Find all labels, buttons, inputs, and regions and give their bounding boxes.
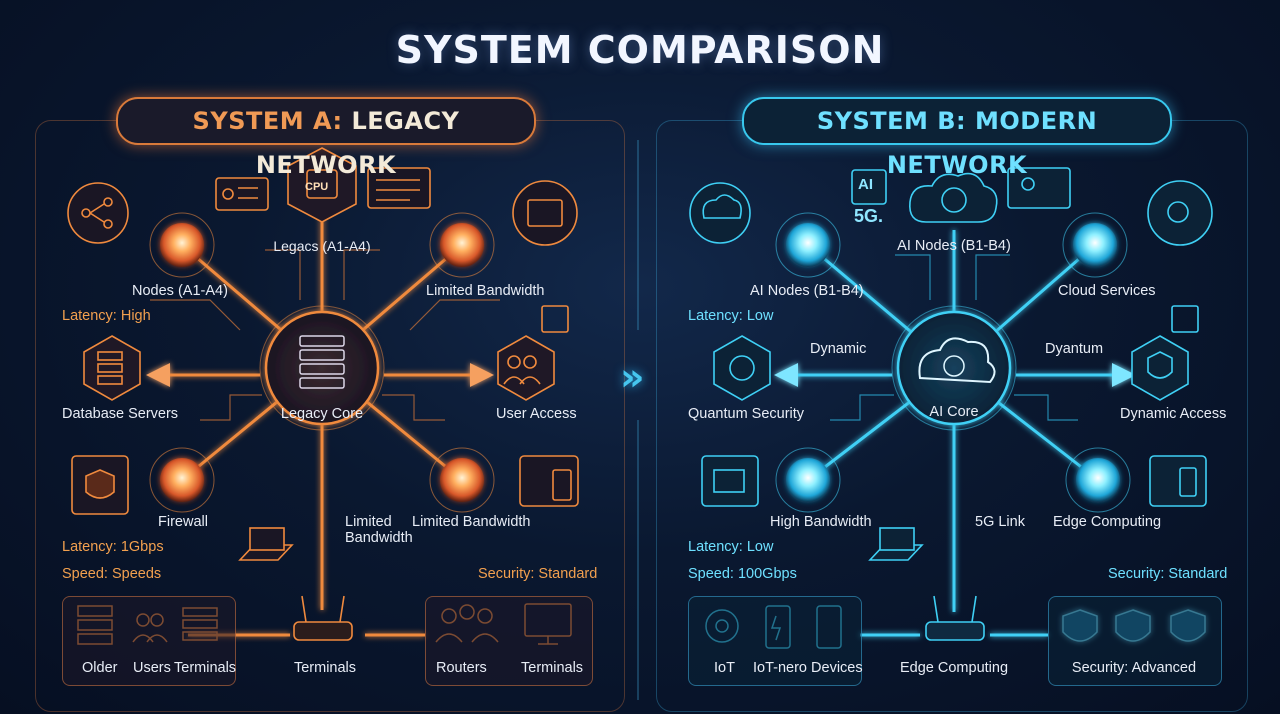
dynamic-label: Dynamic xyxy=(810,341,867,357)
system-a-core xyxy=(259,305,385,431)
system-b-core xyxy=(891,305,1017,431)
5g-link-label: 5G Link xyxy=(975,514,1025,530)
legacy-core-label: Legacy Core xyxy=(280,406,364,422)
limited-bandwidth-top-label: Limited Bandwidth xyxy=(426,283,545,299)
system-a-header-rest: LEGACY NETWORK xyxy=(255,107,460,179)
ai-badge: AI xyxy=(858,176,873,193)
system-a-icons xyxy=(67,147,579,641)
firewall-label: Firewall xyxy=(158,514,208,530)
comparison-arrow-icon: » xyxy=(620,355,645,399)
security-advanced-label: Security: Advanced xyxy=(1071,660,1197,676)
older-label: Older xyxy=(82,660,118,676)
5g-badge: 5G. xyxy=(854,206,884,226)
system-b-bottom-right-box xyxy=(1048,596,1222,686)
nodes-label: Nodes (A1-A4) xyxy=(132,283,228,299)
database-servers-label: Database Servers xyxy=(62,406,179,422)
ai-core-label: AI Core xyxy=(929,404,979,420)
system-b-icons xyxy=(689,167,1213,641)
limited-bandwidth-right-label: Limited Bandwidth xyxy=(412,514,531,530)
latency-1gbps-label: Latency: 1Gbps xyxy=(62,539,164,555)
iot-devices-label: IoT-nero Devices xyxy=(753,660,863,676)
high-bandwidth-label: High Bandwidth xyxy=(770,514,872,530)
security-standard-label: Security: Standard xyxy=(478,566,598,582)
page-title: SYSTEM COMPARISON xyxy=(395,28,885,72)
latency-low-2-label: Latency: Low xyxy=(688,539,774,555)
terminals-right-label: Terminals xyxy=(521,660,584,676)
edge-computing-bottom-label: Edge Computing xyxy=(899,660,1009,676)
system-b-nodes xyxy=(786,223,1120,502)
ai-nodes-left-label: AI Nodes (B1-B4) xyxy=(750,283,864,299)
speed-label: Speed: Speeds xyxy=(62,566,162,582)
system-a-header-prefix: SYSTEM A: xyxy=(192,107,343,135)
system-b-bottom-left-box xyxy=(688,596,862,686)
terminals-center-label: Terminals xyxy=(293,660,357,676)
security-standard-b-label: Security: Standard xyxy=(1108,566,1228,582)
limited-bandwidth-mid-label-1: Limited xyxy=(345,514,392,530)
edge-computing-label: Edge Computing xyxy=(1053,514,1162,530)
system-a-nodes xyxy=(160,223,484,502)
latency-high-label: Latency: High xyxy=(62,308,151,324)
iot-label: IoT xyxy=(714,660,735,676)
routers-label: Routers xyxy=(436,660,487,676)
cpu-chip-text: CPU xyxy=(305,181,329,193)
system-a-header: SYSTEM A: LEGACY NETWORK xyxy=(116,97,536,179)
terminals-left-label: Terminals xyxy=(174,660,237,676)
dynamic-access-label: Dynamic Access xyxy=(1120,406,1227,422)
quantum-security-label: Quantum Security xyxy=(688,406,805,422)
dyantum-label: Dyantum xyxy=(1045,341,1104,357)
ai-nodes-top-label: AI Nodes (B1-B4) xyxy=(897,238,1011,254)
cloud-services-label: Cloud Services xyxy=(1058,283,1156,299)
system-a-bottom-left-box xyxy=(62,596,236,686)
limited-bandwidth-mid-label-2: Bandwidth xyxy=(345,530,413,546)
users-label: Users xyxy=(133,660,171,676)
latency-low-label: Latency: Low xyxy=(688,308,774,324)
system-a-bottom-right-box xyxy=(425,596,593,686)
speed-100gbps-label: Speed: 100Gbps xyxy=(688,566,797,582)
user-access-label: User Access xyxy=(496,406,577,422)
system-b-header: SYSTEM B: MODERN NETWORK xyxy=(742,97,1172,179)
legacs-label: Legacs (A1-A4) xyxy=(273,238,371,254)
